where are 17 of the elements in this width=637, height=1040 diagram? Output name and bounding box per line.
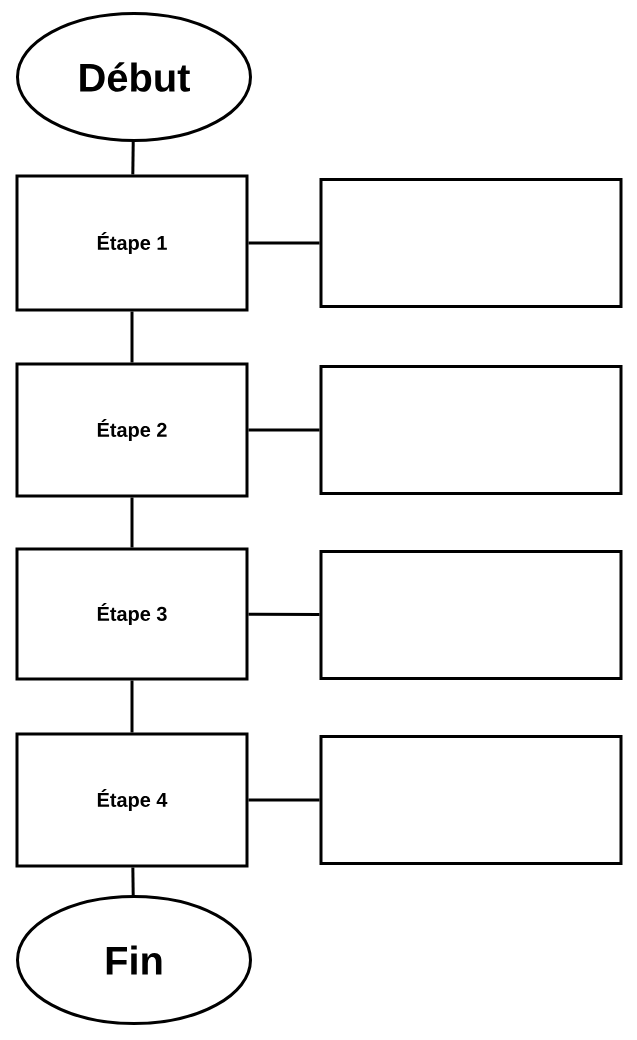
connector-line	[130, 497, 134, 548]
connector-line	[130, 680, 134, 733]
process-box: Étape 1	[15, 174, 249, 312]
connector-line	[130, 311, 134, 363]
process-box: Étape 4	[15, 732, 249, 868]
empty-box	[319, 178, 623, 308]
connector-line	[248, 798, 320, 802]
connector-line	[248, 241, 320, 245]
empty-box	[319, 550, 623, 680]
connector-line	[248, 612, 320, 617]
connector-line	[248, 428, 320, 432]
empty-box	[319, 365, 623, 495]
process-box: Étape 2	[15, 362, 249, 498]
connector-line	[131, 142, 135, 175]
connector-line	[131, 867, 135, 896]
empty-box	[319, 735, 623, 865]
process-box: Étape 3	[15, 547, 249, 681]
